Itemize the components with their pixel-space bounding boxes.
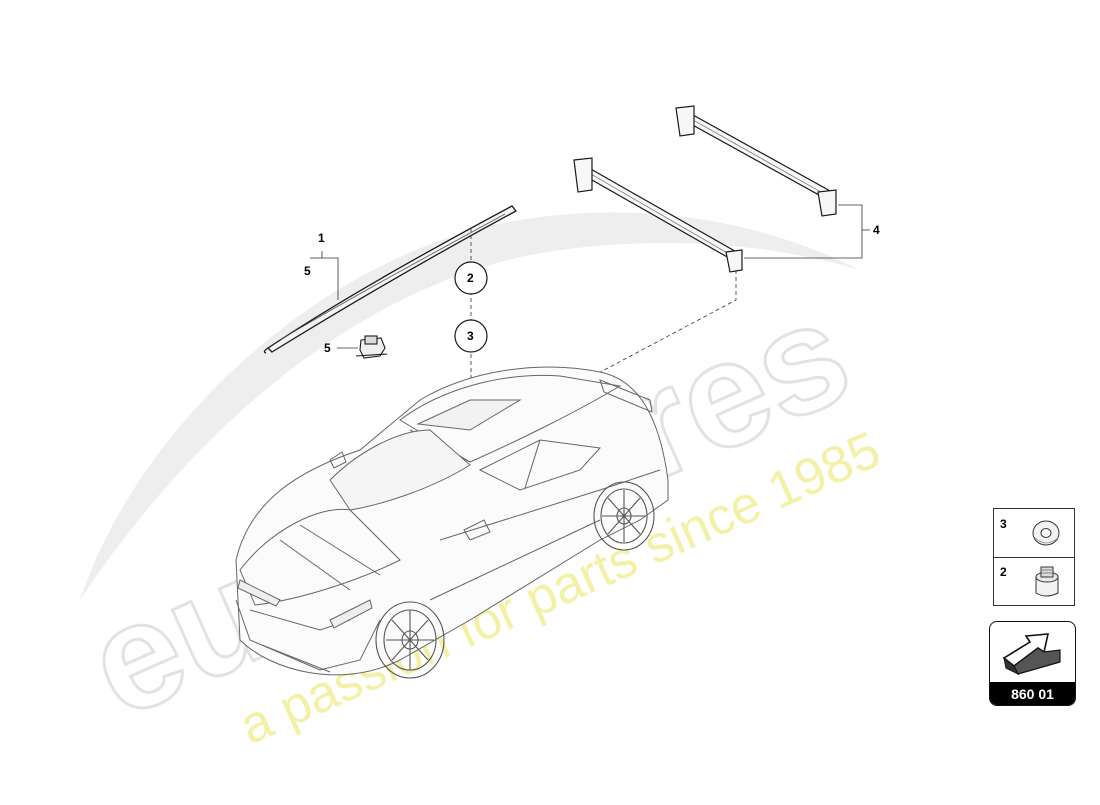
roof-rail (263, 205, 517, 354)
legend-row-washer: 3 (994, 509, 1074, 558)
circle-callout-2-label: 2 (467, 271, 474, 285)
washer-icon (1024, 513, 1064, 558)
car-front-wheel (375, 601, 445, 679)
car-rear-wheel (593, 481, 655, 551)
crossbar-front (573, 157, 743, 273)
reference-box: 860 01 (989, 621, 1076, 706)
legend-row-clip-nut: 2 (994, 557, 1074, 605)
rail-clip-part (355, 335, 388, 359)
callout-part-1: 1 (318, 231, 325, 245)
circle-callout-2: 2 (454, 261, 488, 295)
crossbar-rear (675, 105, 837, 217)
legend-number: 2 (1000, 565, 1007, 579)
legend-number: 3 (1000, 517, 1007, 531)
car-outline (235, 366, 669, 676)
callout-part-5-lower: 5 (324, 341, 331, 355)
small-parts-legend: 3 2 (993, 508, 1075, 606)
circle-callout-3-label: 3 (467, 329, 474, 343)
leader-lines (310, 204, 870, 421)
reference-code: 860 01 (990, 682, 1075, 705)
circle-callout-3: 3 (454, 319, 488, 353)
clip-nut-icon (1024, 561, 1064, 606)
callout-part-5-upper: 5 (304, 264, 311, 278)
callout-part-4: 4 (873, 223, 880, 237)
arrow-icon (1000, 628, 1066, 681)
watermark-swoosh (80, 212, 860, 600)
